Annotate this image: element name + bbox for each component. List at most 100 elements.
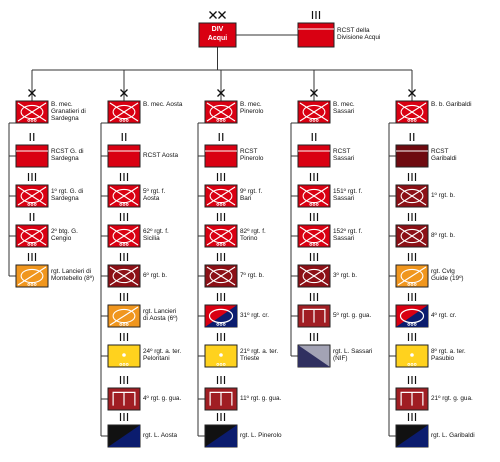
unit-label: 5º rgt. f. Aosta: [143, 188, 166, 203]
unit-echelon-mark: [119, 253, 129, 261]
unit-box: [204, 224, 238, 248]
unit-label: 11º rgt. g. gua.: [240, 395, 282, 402]
unit-echelon-mark: [407, 376, 417, 384]
unit-label: 8º rgt. a. ter. Pasubio: [431, 348, 466, 363]
brigade-hq-box-5: [395, 100, 429, 124]
unit-label: 4º rgt. g. gua.: [143, 395, 182, 402]
division-rcst-label: RCST della Divisione Acqui: [337, 27, 381, 42]
unit-echelon-mark: [121, 133, 127, 141]
unit-box: [395, 224, 429, 248]
unit-box: [297, 144, 331, 168]
unit-label: 5º rgt. g. gua.: [333, 312, 372, 319]
unit-label: 82º rgt. f. Torino: [240, 228, 266, 243]
unit-box: [15, 224, 49, 248]
division-rcst-box: [297, 22, 335, 48]
unit-box: [107, 264, 141, 288]
unit-label: 6º rgt. b.: [143, 272, 168, 279]
unit-box: [107, 344, 141, 368]
division-echelon-mark: [209, 11, 226, 19]
unit-echelon-mark: [311, 133, 317, 141]
brigade-hq-box-2: [107, 100, 141, 124]
brigade-hq-box-1: [15, 100, 49, 124]
unit-echelon-mark: [407, 253, 417, 261]
unit-label: rgt. Lancieri di Aosta (6º): [143, 308, 178, 323]
unit-echelon-mark: [216, 293, 226, 301]
unit-box: [107, 387, 141, 411]
unit-box: [107, 224, 141, 248]
brigade-label-4: B. mec. Sassari: [333, 101, 355, 116]
unit-label: rgt. Lancieri di Montebello (8º): [51, 268, 95, 283]
unit-box: [395, 144, 429, 168]
unit-label: rgt. L. Pinerolo: [240, 432, 282, 439]
unit-echelon-mark: [216, 333, 226, 341]
unit-label: 3º rgt. b.: [333, 272, 358, 279]
brigade-echelon-mark-3: [217, 89, 225, 97]
division-hq-box: [198, 22, 237, 48]
unit-box: [297, 184, 331, 208]
unit-box: [395, 304, 429, 328]
unit-echelon-mark: [216, 253, 226, 261]
unit-box: [107, 184, 141, 208]
unit-echelon-mark: [309, 253, 319, 261]
unit-echelon-mark: [29, 133, 35, 141]
unit-echelon-mark: [407, 413, 417, 421]
unit-box: [395, 264, 429, 288]
unit-label: RCST Pinerolo: [240, 148, 264, 163]
unit-box: [107, 144, 141, 168]
unit-echelon-mark: [407, 173, 417, 181]
unit-label: 152º rgt. f. Sassari: [333, 228, 363, 243]
unit-label: 1º rgt. b.: [431, 192, 456, 199]
unit-box: [395, 424, 429, 448]
unit-label: 21º rgt. a. ter. Trieste: [240, 348, 279, 363]
unit-label: 7º rgt. b.: [240, 272, 265, 279]
unit-box: [297, 224, 331, 248]
unit-echelon-mark: [309, 293, 319, 301]
unit-box: [204, 387, 238, 411]
unit-echelon-mark: [119, 376, 129, 384]
unit-echelon-mark: [119, 213, 129, 221]
unit-echelon-mark: [29, 213, 35, 221]
unit-box: [107, 304, 141, 328]
brigade-hq-box-4: [297, 100, 331, 124]
unit-box: [204, 144, 238, 168]
unit-label: 1º rgt. G. di Sardegna: [51, 188, 84, 203]
unit-label: rgt. Cvlg Guide (19º): [431, 268, 464, 283]
unit-label: 31º rgt. cr.: [240, 312, 269, 319]
unit-echelon-mark: [119, 173, 129, 181]
unit-echelon-mark: [309, 173, 319, 181]
unit-echelon-mark: [216, 376, 226, 384]
unit-label: RCST G. di Sardegna: [51, 148, 84, 163]
unit-box: [297, 344, 331, 368]
unit-label: rgt. L. Garibaldi: [431, 432, 475, 439]
unit-label: rgt. L. Aosta: [143, 432, 178, 439]
unit-label: 2º btg. G. Cengio: [51, 228, 78, 243]
unit-echelon-mark: [27, 253, 37, 261]
brigade-label-5: B. b. Garibaldi: [431, 101, 472, 108]
unit-echelon-mark: [119, 293, 129, 301]
unit-label: rgt. L. Sassari (NIF): [333, 348, 373, 363]
unit-echelon-mark: [409, 133, 415, 141]
unit-echelon-mark: [407, 293, 417, 301]
unit-label: RCST Garibaldi: [431, 148, 457, 163]
unit-box: [204, 424, 238, 448]
unit-echelon-mark: [218, 133, 224, 141]
unit-box: [15, 184, 49, 208]
unit-box: [15, 264, 49, 288]
unit-label: 4º rgt. cr.: [431, 312, 457, 319]
unit-box: [395, 387, 429, 411]
unit-echelon-mark: [216, 213, 226, 221]
unit-label: 9º rgt. f. Bari: [240, 188, 263, 203]
brigade-label-2: B. mec. Aosta: [143, 101, 183, 108]
unit-box: [204, 304, 238, 328]
unit-box: [204, 264, 238, 288]
unit-echelon-mark: [407, 213, 417, 221]
unit-echelon-mark: [407, 333, 417, 341]
unit-label: 21º rgt. g. gua.: [431, 395, 473, 402]
brigade-echelon-mark-1: [28, 89, 36, 97]
brigade-echelon-mark-4: [310, 89, 318, 97]
unit-box: [204, 184, 238, 208]
unit-box: [204, 344, 238, 368]
unit-label: RCST Aosta: [143, 152, 179, 159]
brigade-echelon-mark-5: [408, 89, 416, 97]
